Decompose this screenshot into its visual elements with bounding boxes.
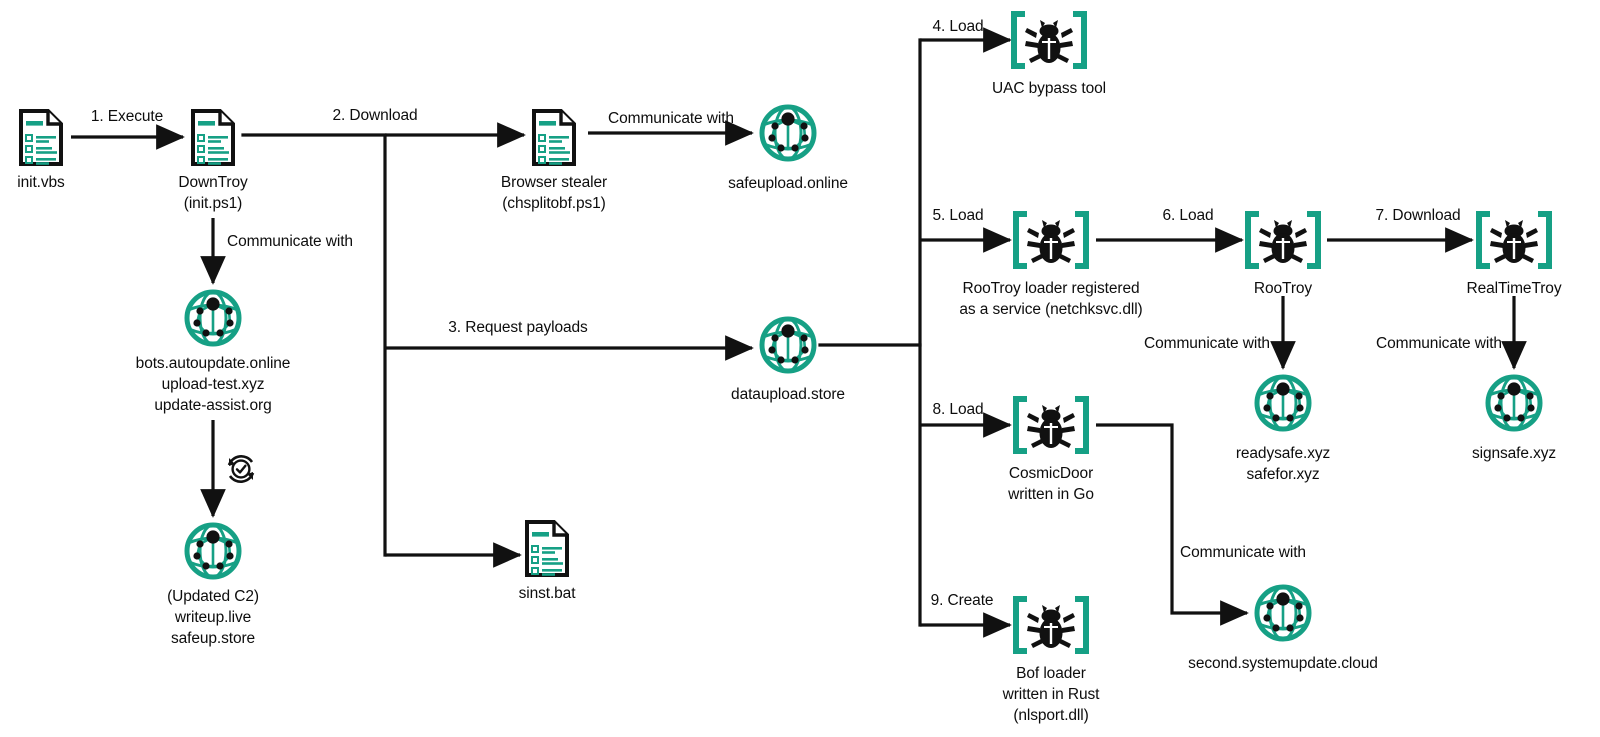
edge-label-lbl-7: 7. Download bbox=[1375, 207, 1461, 224]
edge-label-lbl-comm-5: Communicate with bbox=[1180, 544, 1306, 561]
network-globe-icon bbox=[1483, 372, 1545, 439]
edge-label-lbl-2: 2. Download bbox=[332, 107, 418, 124]
edge-label-lbl-1: 1. Execute bbox=[90, 108, 164, 125]
malware-bug-icon bbox=[1245, 211, 1321, 274]
node-bof-loader bbox=[1013, 596, 1089, 654]
edge-label-lbl-9: 9. Create bbox=[930, 592, 994, 609]
node-sync bbox=[223, 451, 259, 487]
node-realtimetroy bbox=[1476, 211, 1552, 269]
document-icon-shape bbox=[191, 108, 235, 176]
node-sinst-bat bbox=[524, 519, 570, 587]
network-globe-icon bbox=[182, 520, 244, 587]
node-label-second-update: second.systemupdate.cloud bbox=[1188, 655, 1378, 672]
globe-icon-shape bbox=[1254, 374, 1312, 432]
edge-label-lbl-comm-2: Communicate with bbox=[608, 110, 734, 127]
node-init-vbs bbox=[18, 108, 64, 176]
bug-icon-shape bbox=[1011, 11, 1087, 69]
node-signsafe bbox=[1483, 372, 1545, 434]
node-dataupload bbox=[757, 314, 819, 376]
sync-icon-shape bbox=[227, 455, 255, 483]
network-globe-icon bbox=[757, 314, 819, 381]
globe-icon-shape bbox=[1485, 374, 1543, 432]
node-c2-updated bbox=[182, 520, 244, 582]
node-label-safeupload: safeupload.online bbox=[728, 175, 848, 192]
document-icon-shape bbox=[525, 519, 569, 587]
bug-icon-shape bbox=[1245, 211, 1321, 269]
globe-icon-shape bbox=[759, 104, 817, 162]
network-globe-icon bbox=[182, 287, 244, 354]
node-c2-primary bbox=[182, 287, 244, 349]
trunk-left bbox=[241, 133, 387, 557]
edge-cosmicdoor-second bbox=[1096, 423, 1249, 626]
node-label-c2-primary: bots.autoupdate.online upload-test.xyz u… bbox=[135, 355, 291, 414]
node-label-downtroy: DownTroy (init.ps1) bbox=[178, 174, 248, 212]
node-label-dataupload: dataupload.store bbox=[731, 386, 845, 403]
malware-bug-icon bbox=[1013, 211, 1089, 274]
document-icon-shape bbox=[19, 108, 63, 176]
script-file-icon bbox=[18, 108, 64, 176]
bug-icon-shape bbox=[1013, 211, 1089, 269]
node-label-init-vbs: init.vbs bbox=[17, 174, 65, 191]
node-label-rootroy: RooTroy bbox=[1253, 280, 1313, 297]
network-globe-icon bbox=[757, 102, 819, 169]
node-second-update bbox=[1252, 582, 1314, 644]
malware-bug-icon bbox=[1011, 11, 1087, 74]
globe-icon-shape bbox=[184, 522, 242, 580]
node-rootroy bbox=[1245, 211, 1321, 269]
node-label-bof-loader: Bof loader written in Rust (nlsport.dll) bbox=[1002, 665, 1100, 724]
edge-label-lbl-4: 4. Load bbox=[932, 18, 984, 35]
node-cosmicdoor bbox=[1013, 396, 1089, 454]
node-label-realtimetroy: RealTimeTroy bbox=[1466, 280, 1562, 297]
node-uac-bypass bbox=[1011, 11, 1087, 69]
node-label-cosmicdoor: CosmicDoor written in Go bbox=[1008, 465, 1094, 503]
edge-label-lbl-6: 6. Load bbox=[1162, 207, 1214, 224]
node-label-rootroy-loader: RooTroy loader registered as a service (… bbox=[959, 280, 1143, 318]
edge-label-lbl-comm-4: Communicate with bbox=[1376, 335, 1502, 352]
script-file-icon bbox=[531, 108, 577, 176]
globe-icon-shape bbox=[1254, 584, 1312, 642]
document-icon-shape bbox=[532, 108, 576, 176]
network-globe-icon bbox=[1252, 582, 1314, 649]
node-label-sinst-bat: sinst.bat bbox=[518, 585, 576, 602]
node-label-signsafe: signsafe.xyz bbox=[1471, 445, 1557, 462]
update-sync-icon bbox=[223, 451, 259, 492]
edge-label-lbl-comm-3: Communicate with bbox=[1144, 335, 1270, 352]
globe-icon-shape bbox=[184, 289, 242, 347]
network-globe-icon bbox=[1252, 372, 1314, 439]
script-file-icon bbox=[524, 519, 570, 587]
globe-icon-shape bbox=[759, 316, 817, 374]
node-safeupload bbox=[757, 102, 819, 164]
bug-icon-shape bbox=[1476, 211, 1552, 269]
edge-label-lbl-5: 5. Load bbox=[932, 207, 984, 224]
node-downtroy bbox=[190, 108, 236, 176]
edge-label-lbl-3: 3. Request payloads bbox=[448, 319, 588, 336]
malware-bug-icon bbox=[1013, 396, 1089, 459]
node-label-uac-bypass: UAC bypass tool bbox=[992, 80, 1106, 97]
node-label-browser-stealer: Browser stealer (chsplitobf.ps1) bbox=[500, 174, 608, 212]
node-rootroy-loader bbox=[1013, 211, 1089, 269]
script-file-icon bbox=[190, 108, 236, 176]
malware-bug-icon bbox=[1013, 596, 1089, 659]
bug-icon-shape bbox=[1013, 396, 1089, 454]
bug-icon-shape bbox=[1013, 596, 1089, 654]
arrow-group bbox=[71, 27, 1527, 638]
node-label-readysafe: readysafe.xyz safefor.xyz bbox=[1235, 445, 1331, 483]
edge-label-lbl-comm-1: Communicate with bbox=[227, 233, 353, 250]
trunk-group bbox=[241, 38, 922, 627]
node-browser-stealer bbox=[531, 108, 577, 176]
malware-bug-icon bbox=[1476, 211, 1552, 274]
node-label-c2-updated: (Updated C2) writeup.live safeup.store bbox=[167, 588, 259, 647]
node-readysafe bbox=[1252, 372, 1314, 434]
edge-label-lbl-8: 8. Load bbox=[932, 401, 984, 418]
